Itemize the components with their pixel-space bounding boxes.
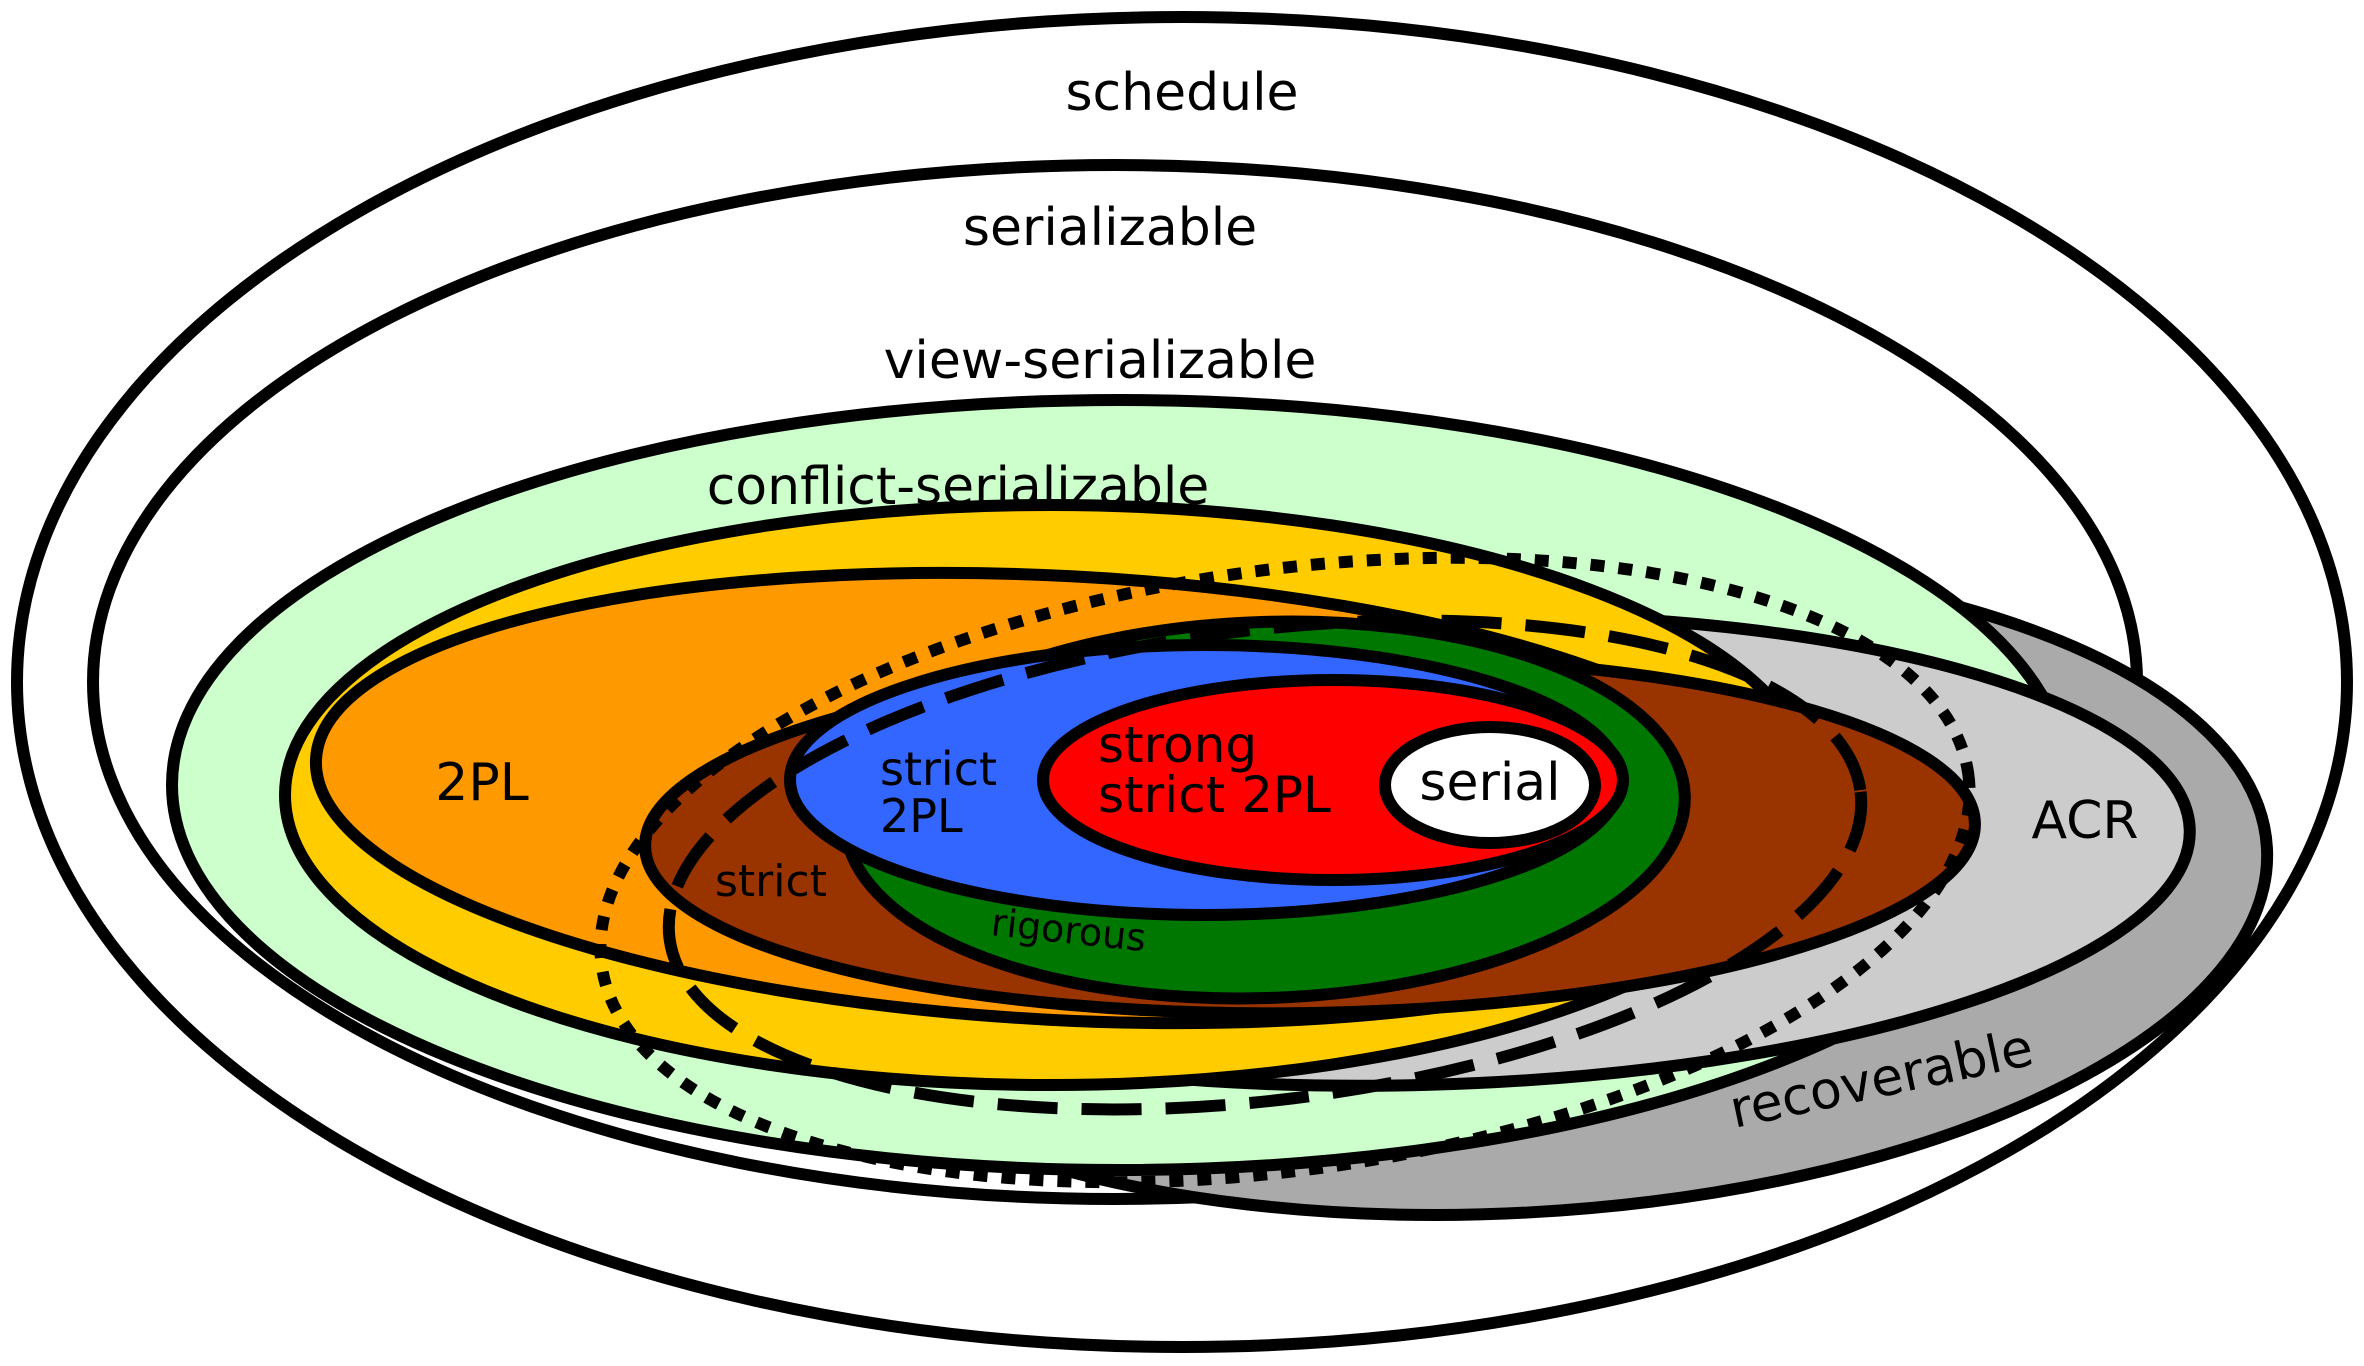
strict-twopl-label-line2: 2PL bbox=[880, 789, 963, 843]
serial-ellipse bbox=[1379, 721, 1601, 849]
strict-label: strict bbox=[715, 856, 827, 907]
schedule-label: schedule bbox=[1065, 63, 1298, 123]
strong-strict-twopl-label-line1: strong bbox=[1098, 716, 1257, 774]
serial-label: serial bbox=[1419, 753, 1560, 813]
view-serializable-label: view-serializable bbox=[884, 331, 1317, 391]
dotted-boundary bbox=[594, 551, 1976, 1189]
twopl-label: 2PL bbox=[435, 753, 528, 813]
serializable-label: serializable bbox=[963, 198, 1257, 258]
strict-twopl-label-line1: strict bbox=[880, 742, 997, 796]
acr-label: ACR bbox=[2031, 791, 2138, 851]
dashed-boundary bbox=[662, 614, 1868, 1116]
strong-strict-twopl-label-line2: strict 2PL bbox=[1098, 766, 1331, 824]
conflict-serializable-label: conflict-serializable bbox=[707, 457, 1210, 517]
